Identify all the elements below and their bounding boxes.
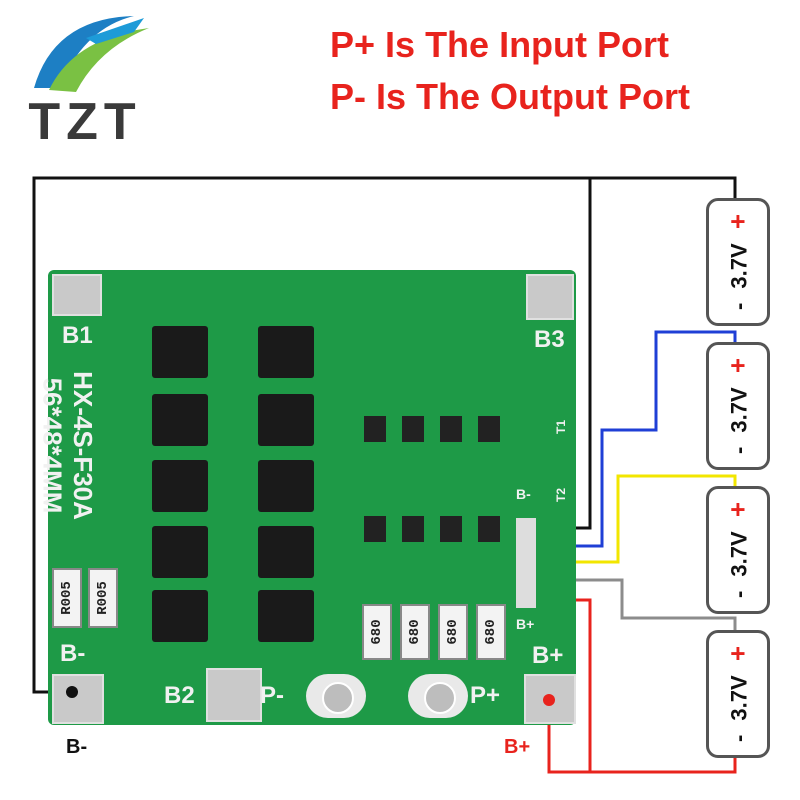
p-plus-pad <box>408 674 468 718</box>
battery-cell-2: - 3.7V + <box>706 342 770 470</box>
mosfet <box>258 526 314 578</box>
b-minus-terminal-label: B- <box>66 736 88 758</box>
b-plus-terminal-label: B+ <box>504 736 531 758</box>
pad-b3 <box>526 274 574 320</box>
label-b1: B1 <box>62 322 93 349</box>
cell-plus: + <box>722 213 753 230</box>
cell-minus: - <box>726 734 752 743</box>
cell-minus: - <box>726 590 752 599</box>
mosfet <box>152 526 208 578</box>
label-t2: T2 <box>554 487 569 503</box>
logo-text: TZT <box>28 93 142 151</box>
ic-chip <box>402 516 424 542</box>
cell-minus: - <box>726 446 752 455</box>
ic-area <box>360 416 510 542</box>
cell-plus: + <box>722 357 753 374</box>
balance-resistor: 680 <box>362 604 392 660</box>
ic-chip <box>440 416 462 442</box>
balance-resistor: 680 <box>476 604 506 660</box>
battery-cell-1: - 3.7V + <box>706 198 770 326</box>
header-line-2: P- Is The Output Port <box>330 76 690 117</box>
label-b3: B3 <box>534 326 565 353</box>
header-line-1: P+ Is The Input Port <box>330 24 670 65</box>
cell-minus: - <box>726 302 752 311</box>
wire-blue <box>536 330 737 548</box>
ic-chip <box>402 416 424 442</box>
cell-voltage: 3.7V <box>726 531 752 577</box>
battery-cell-4: - 3.7V + <box>706 630 770 758</box>
p-minus-pad <box>306 674 366 718</box>
pcb-board: B1 B3 B- B2 P- P+ B+ B- B+ T1 T2 HX-4S-F… <box>37 270 576 725</box>
label-b2: B2 <box>164 682 195 709</box>
label-p-minus: P- <box>260 682 284 709</box>
cell-plus: + <box>722 645 753 662</box>
board-size: 56*48*4MM <box>37 377 68 514</box>
battery-cell-3: - 3.7V + <box>706 486 770 614</box>
mosfet <box>152 326 208 378</box>
cell-plus: + <box>722 501 753 518</box>
wire-gray <box>536 578 737 632</box>
label-b-plus: B+ <box>532 642 564 669</box>
label-t1: T1 <box>554 419 569 435</box>
mosfet <box>258 590 314 642</box>
cell-voltage: 3.7V <box>726 243 752 289</box>
label-b-minus: B- <box>60 640 86 667</box>
wire-black <box>32 176 737 694</box>
mosfet <box>152 394 208 446</box>
balance-resistor: 680 <box>438 604 468 660</box>
ic-chip <box>364 516 386 542</box>
wire-yellow <box>536 474 737 564</box>
ic-chip <box>440 516 462 542</box>
label-b-plus-small: B+ <box>516 616 535 632</box>
p-plus-hole <box>424 682 456 714</box>
b-minus-terminal-dot <box>66 686 78 698</box>
ic-chip <box>478 516 500 542</box>
ic-chip <box>364 416 386 442</box>
pad-b2 <box>206 668 262 722</box>
shunt-resistor: R005 <box>52 568 82 628</box>
mosfet <box>152 460 208 512</box>
ic-chip <box>478 416 500 442</box>
board-model: HX-4S-F30A <box>67 371 98 520</box>
mosfet <box>152 590 208 642</box>
pad-b1 <box>52 274 102 316</box>
cell-voltage: 3.7V <box>726 675 752 721</box>
shunt-resistor: R005 <box>88 568 118 628</box>
mosfet <box>258 394 314 446</box>
mosfet <box>258 326 314 378</box>
b-plus-terminal-dot <box>543 694 555 706</box>
logo-swoosh-icon <box>34 16 149 92</box>
label-b-minus-small: B- <box>516 486 531 502</box>
label-p-plus: P+ <box>470 682 501 709</box>
mosfet <box>258 460 314 512</box>
balance-connector-pads <box>516 518 536 608</box>
balance-resistor: 680 <box>400 604 430 660</box>
logo <box>14 8 164 148</box>
p-minus-hole <box>322 682 354 714</box>
pad-b-minus <box>52 674 104 724</box>
cell-voltage: 3.7V <box>726 387 752 433</box>
